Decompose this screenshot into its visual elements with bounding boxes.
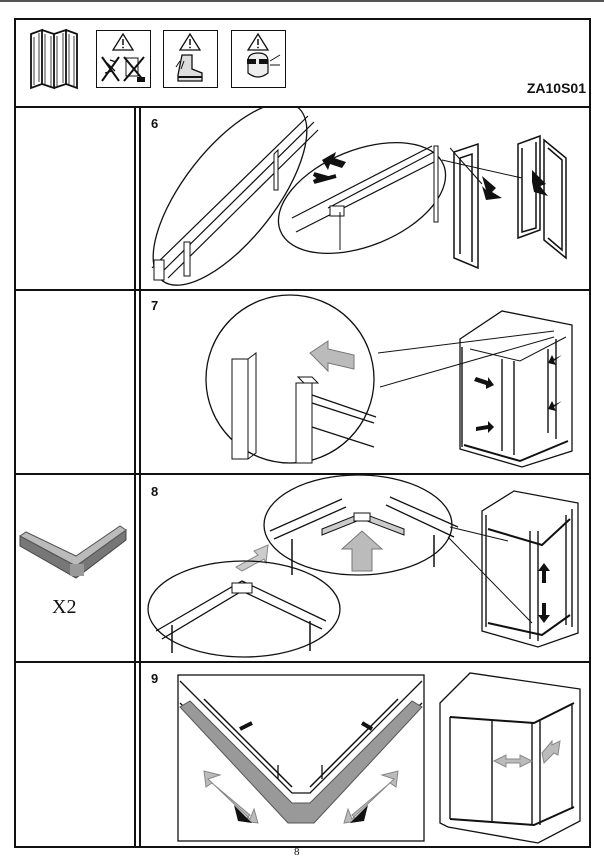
row-divider (14, 661, 591, 663)
corner-connector-part (19, 525, 127, 579)
page-number: 8 (294, 846, 300, 858)
safety-boots-warning-icon (163, 30, 218, 88)
row-divider (14, 106, 591, 108)
step-number: 7 (151, 298, 159, 313)
step-7-illustration (205, 294, 573, 468)
model-code: ZA10S01 (526, 80, 586, 96)
step-9-illustration (177, 672, 581, 844)
column-divider (134, 106, 136, 848)
row-divider (14, 289, 591, 291)
column-divider (139, 106, 141, 848)
step-8-illustration (147, 475, 579, 658)
top-rule (0, 0, 604, 2)
quantity-label: X2 (52, 596, 77, 618)
shower-door-icon (30, 28, 78, 90)
step-number: 8 (151, 484, 159, 499)
instruction-frame (14, 18, 591, 848)
step-number: 9 (151, 671, 159, 686)
no-sharp-tools-warning-icon (96, 30, 151, 88)
step-6-illustration (151, 108, 567, 286)
step-number: 6 (151, 116, 159, 131)
row-divider (14, 473, 591, 475)
safety-glasses-warning-icon (231, 30, 286, 88)
